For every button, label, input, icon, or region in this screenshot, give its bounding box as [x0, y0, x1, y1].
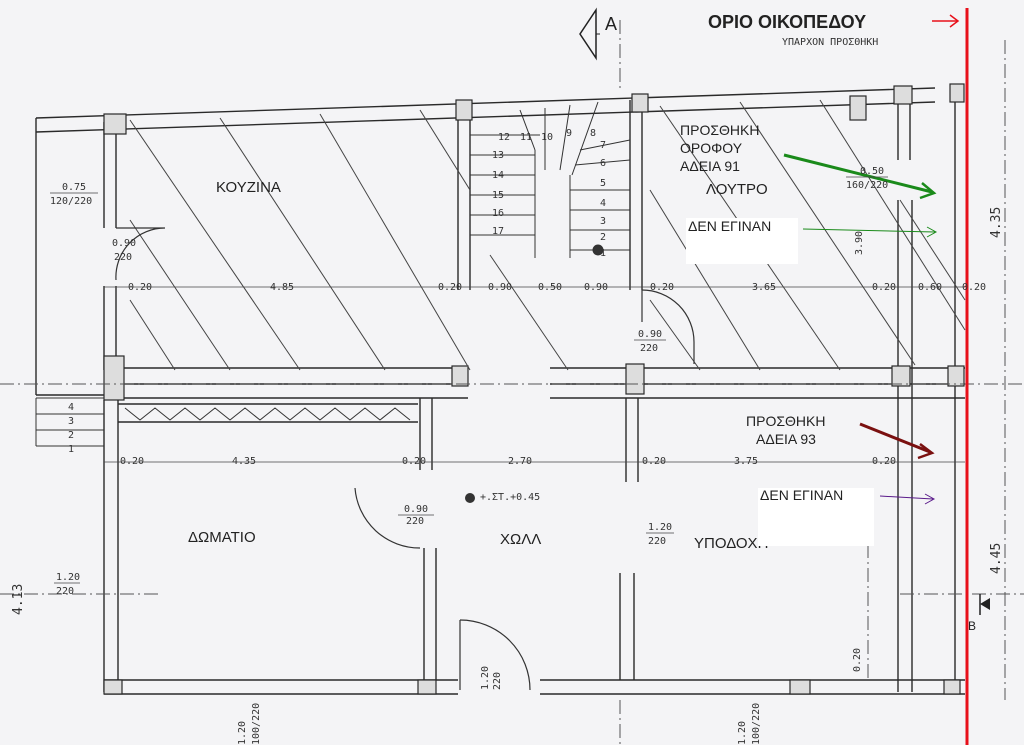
plot-limit-label: ΟΡΙΟ ΟΙΚΟΠΕΔΟΥ — [708, 12, 866, 32]
top-note: ΥΠΑΡΧΟΝ ΠΡΟΣΘΗΚΗ — [782, 37, 878, 48]
axis-lines — [0, 20, 1024, 745]
room-bathroom: ΛΟΥΤΡΟ — [706, 181, 768, 198]
upper-dimension-row: 0.20 4.85 0.20 0.90 0.50 0.90 0.20 3.65 0.20 0.60… — [128, 282, 986, 293]
stair-step-13: 13 — [492, 150, 504, 161]
section-marker-a: A — [579, 7, 617, 61]
stair-step-4: 4 — [600, 198, 606, 209]
annotation-not-done-2-text: ΔΕΝ ΕΓΙΝΑΝ — [760, 487, 843, 503]
dim-kitchen-window: 0.75 120/220 — [50, 182, 92, 207]
annotation-not-done-1-text: ΔΕΝ ΕΓΙΝΑΝ — [688, 218, 771, 234]
section-label: A — [605, 14, 617, 34]
dim-stair-door: 0.90 220 — [638, 329, 668, 354]
outdoor-step-3: 3 — [68, 416, 74, 427]
stair-step-5: 5 — [600, 178, 606, 189]
stair-step-7: 7 — [600, 140, 606, 151]
dim-kitchen-door: 0.90 220 — [112, 238, 142, 263]
annotation-not-done-1: ΔΕΝ ΕΓΙΝΑΝ — [686, 218, 938, 264]
dim-lower-2: 0.20 — [402, 456, 426, 467]
floor-level: +.ΣΤ.+0.45 — [480, 492, 540, 503]
columns — [103, 83, 965, 695]
dim-right-small: 0.20 — [852, 648, 863, 672]
annotation-not-done-2: ΔΕΝ ΕΓΙΝΑΝ — [758, 487, 936, 546]
outdoor-step-1: 1 — [68, 444, 74, 455]
dim-upper-6: 0.20 — [650, 282, 674, 293]
stair-step-6: 6 — [600, 158, 606, 169]
plot-limit: ΟΡΙΟ ΟΙΚΟΠΕΔΟΥ — [708, 8, 969, 745]
dim-upper-2: 0.20 — [438, 282, 462, 293]
dim-bottom-right-window: 1.20 100/220 — [737, 703, 762, 745]
stair-step-16: 16 — [492, 208, 504, 219]
lower-dimension-row: 0.20 4.35 0.20 2.70 0.20 3.75 0.20 — [120, 456, 896, 467]
staircase — [470, 101, 631, 258]
stair-step-1: 1 — [600, 248, 606, 259]
stair-step-3: 3 — [600, 216, 606, 227]
dim-right-top: 4.35 — [989, 207, 1004, 238]
lintel-zigzag — [124, 407, 411, 421]
outdoor-step-4: 4 — [68, 402, 74, 413]
dim-lower-0: 0.20 — [120, 456, 144, 467]
dim-lower-5: 3.75 — [734, 456, 758, 467]
dim-lower-1: 4.35 — [232, 456, 256, 467]
room-kitchen: ΚΟΥΖΙΝΑ — [216, 179, 281, 196]
stair-numbers: 12 11 10 9 87 6 5 4 3 2 1 13 14 15 16 17 — [492, 128, 606, 259]
section-label-b: B — [968, 619, 976, 633]
dim-lower-3: 2.70 — [508, 456, 532, 467]
dim-upper-3: 0.90 — [488, 282, 512, 293]
dim-left-window: 1.20 220 — [56, 572, 86, 597]
dim-upper-10: 0.20 — [962, 282, 986, 293]
dim-bath-window: 0.50 160/220 — [846, 166, 890, 191]
stair-step-9: 9 — [566, 128, 572, 139]
room-reception: ΥΠΟΔΟΧΗ — [694, 535, 768, 552]
dim-upper-4: 0.50 — [538, 282, 562, 293]
dim-reception-door: 1.20 220 — [648, 522, 678, 547]
dim-upper-1: 4.85 — [270, 282, 294, 293]
dim-upper-5: 0.90 — [584, 282, 608, 293]
dim-right-bottom: 4.45 — [989, 543, 1004, 574]
dim-upper-7: 3.65 — [752, 282, 776, 293]
door-swings — [115, 227, 695, 691]
dim-upper-9: 0.60 — [918, 282, 942, 293]
stair-step-10: 10 — [541, 132, 553, 143]
section-marker-b: B — [968, 594, 990, 633]
hatching — [129, 99, 966, 371]
outdoor-steps — [35, 397, 104, 447]
stair-step-15: 15 — [492, 190, 504, 201]
stair-step-2: 2 — [600, 232, 606, 243]
dim-bottom-left-window: 1.20 100/220 — [237, 703, 262, 745]
stair-step-17: 17 — [492, 226, 504, 237]
stair-step-12: 12 — [498, 132, 510, 143]
dim-upper-8: 0.20 — [872, 282, 896, 293]
outdoor-step-2: 2 — [68, 430, 74, 441]
room-hall: ΧΩΛΛ — [500, 531, 541, 548]
dim-lower-6: 0.20 — [872, 456, 896, 467]
outdoor-step-numbers: 4 3 2 1 — [68, 402, 74, 455]
dim-lower-4: 0.20 — [642, 456, 666, 467]
dim-left-height: 4.13 — [11, 584, 26, 615]
dim-upper-0: 0.20 — [128, 282, 152, 293]
dim-hall-door: 0.90 220 — [404, 504, 434, 527]
stair-step-11: 11 — [520, 132, 532, 143]
stair-step-8: 8 — [590, 128, 596, 139]
stair-step-14: 14 — [492, 170, 504, 181]
room-bedroom: ΔΩΜΑΤΙΟ — [188, 529, 256, 546]
dim-bath-depth: 3.90 — [854, 231, 865, 255]
dim-entry-door: 1.20 220 — [480, 660, 503, 690]
